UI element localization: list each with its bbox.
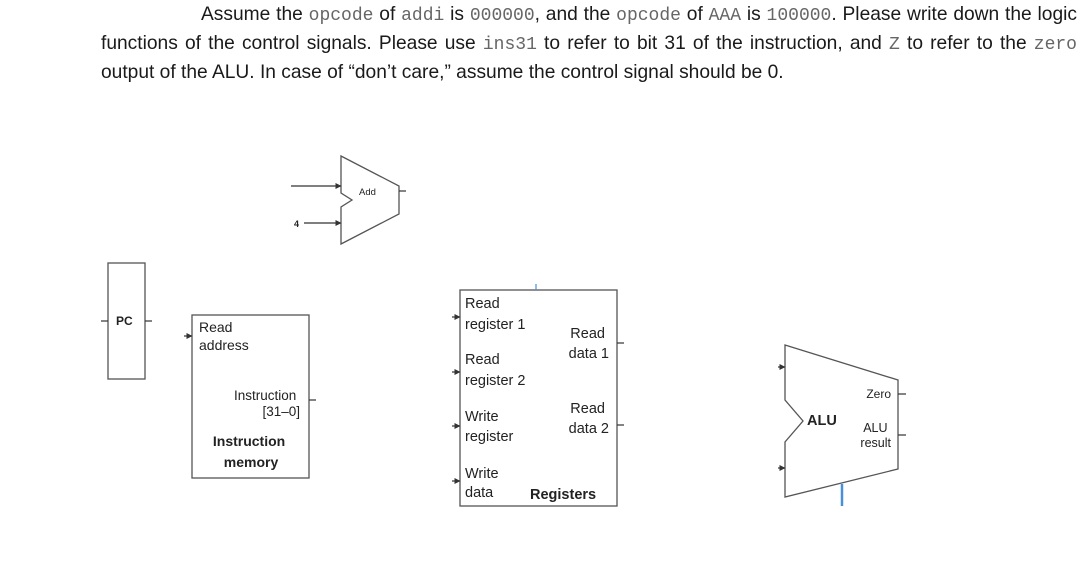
alu-result-label: ALU result — [860, 421, 891, 450]
read-data-1-label: Read data 1 — [569, 326, 609, 362]
pc-label: PC — [116, 314, 133, 328]
alu-zero-label: Zero — [866, 387, 891, 401]
adder-shape — [340, 154, 400, 246]
register-file-box — [459, 289, 618, 507]
pc-box — [107, 262, 146, 380]
write-register-label: Write register — [465, 409, 514, 445]
code-opcode: opcode — [308, 6, 374, 26]
pc-register: PC — [101, 262, 152, 380]
question-text: Assume the opcode of addi is 000000, and… — [101, 4, 1077, 83]
code-aaa-opcode-value: 100000 — [766, 6, 832, 26]
read-register-2-label: Read register 2 — [465, 352, 525, 389]
register-file: Read register 1 Read register 2 Write re… — [452, 284, 624, 507]
code-addi: addi — [401, 6, 445, 26]
adder: Add 4 — [291, 154, 406, 246]
adder-constant-4: 4 — [294, 219, 299, 229]
read-data-2-label: Read data 2 — [569, 401, 609, 437]
alu-label: ALU — [807, 413, 837, 429]
read-register-1-label: Read register 1 — [465, 296, 525, 333]
instruction-memory-title: Instruction memory — [213, 433, 289, 470]
instruction-memory: Read address Instruction [31–0] Instruct… — [184, 314, 316, 479]
instruction-memory-box — [191, 314, 310, 479]
code-zero: zero — [1033, 35, 1077, 55]
write-data-label: Write data — [465, 466, 503, 501]
alu: ALU Zero ALU result — [778, 344, 906, 506]
instruction-output-label: Instruction [31–0] — [234, 388, 300, 419]
code-addi-opcode-value: 000000 — [469, 6, 535, 26]
code-aaa: AAA — [708, 6, 742, 26]
code-z: Z — [889, 35, 900, 55]
registers-title: Registers — [530, 487, 596, 503]
read-address-label: Read address — [199, 319, 249, 353]
code-opcode: opcode — [616, 6, 681, 26]
adder-label: Add — [359, 187, 376, 198]
code-ins31: ins31 — [482, 35, 537, 55]
